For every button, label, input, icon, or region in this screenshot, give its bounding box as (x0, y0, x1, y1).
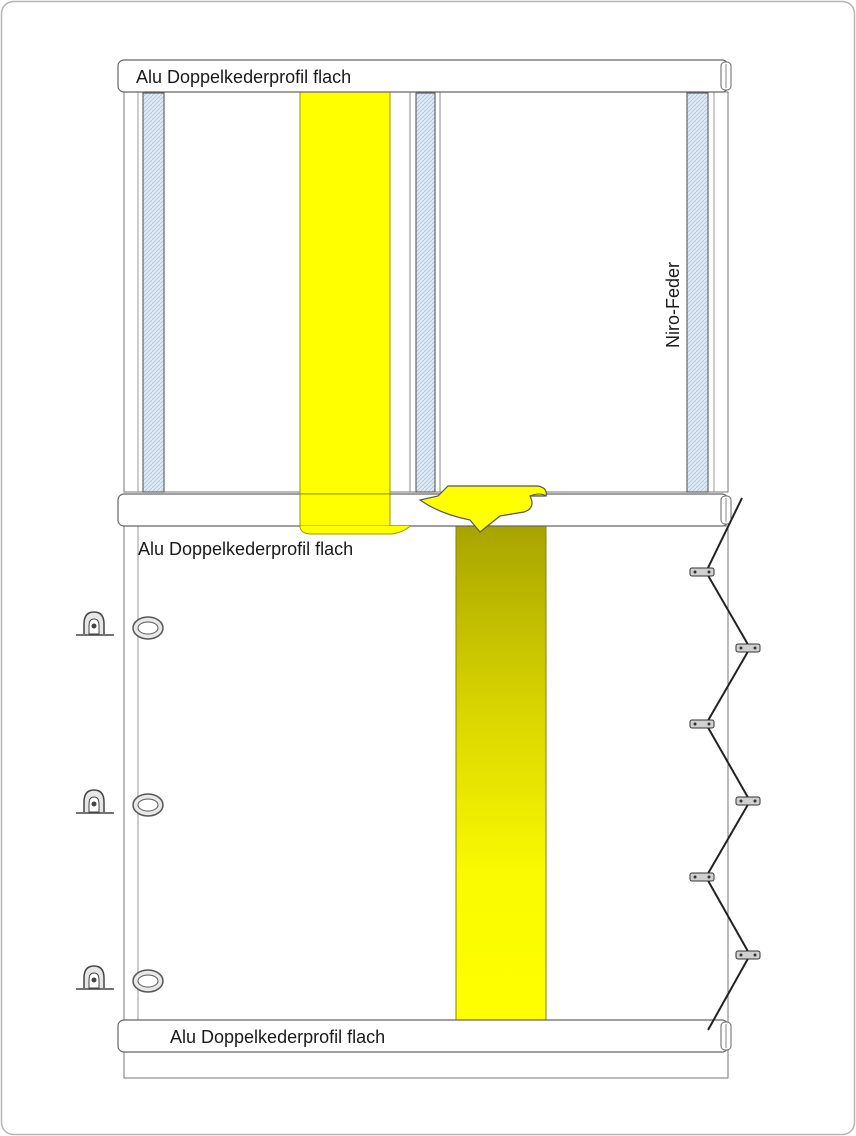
lacing-hook (735, 950, 761, 960)
lacing-hook (735, 643, 761, 653)
lower-panel (123, 525, 729, 1023)
lacing-hook (689, 567, 715, 577)
zigzag-lacing (689, 497, 761, 1031)
floor-ring-icon (76, 611, 114, 636)
yellow-strap-fold (418, 485, 547, 533)
profile-middle (117, 493, 732, 527)
oval-eyelet-icon (132, 616, 164, 640)
label-profile-top: Alu Doppelkederprofil flach (136, 67, 351, 87)
profile-top (117, 59, 732, 93)
oval-eyelet-icon (132, 969, 164, 993)
label-profile-bottom: Alu Doppelkederprofil flach (170, 1027, 385, 1047)
spring-bar (686, 92, 709, 493)
spring-bars (142, 92, 709, 493)
bottom-skirt (123, 1049, 729, 1079)
spring-bar (415, 92, 436, 493)
yellow-strap-upper (299, 91, 401, 535)
oval-eyelet-icon (132, 793, 164, 817)
floor-ring-icon (76, 789, 114, 814)
yellow-strap-lower (455, 525, 547, 1023)
profile-bottom (117, 1019, 732, 1053)
label-spring: Niro-Feder (663, 262, 683, 348)
lacing-hook (735, 796, 761, 806)
floor-ring-icon (76, 965, 114, 990)
label-profile-middle: Alu Doppelkederprofil flach (138, 539, 353, 559)
spring-bar (142, 92, 165, 493)
left-fasteners (76, 611, 164, 993)
lacing-hook (689, 872, 715, 882)
lacing-hook (689, 719, 715, 729)
yellow-strap-wrap (299, 493, 391, 527)
